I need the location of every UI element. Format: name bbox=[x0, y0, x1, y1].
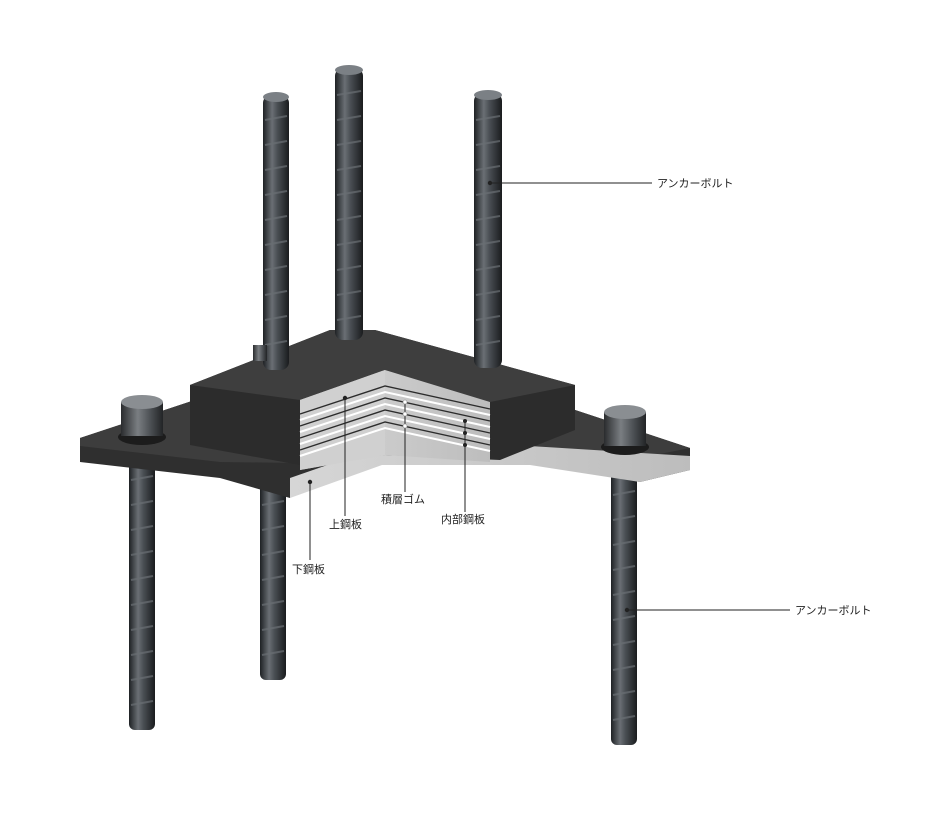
anchor-bolt-rod bbox=[263, 95, 289, 370]
label-anchor-bolt-lower: アンカーボルト bbox=[795, 604, 872, 617]
anchor-bolt-rod bbox=[335, 68, 363, 340]
anchor-bolt-rod bbox=[611, 455, 637, 745]
label-lower-steel-plate: 下鋼板 bbox=[292, 562, 325, 576]
lower-anchor-bolts bbox=[129, 445, 637, 745]
laminated-rubber-layers bbox=[299, 390, 491, 457]
anchor-bolt-rod bbox=[474, 93, 502, 368]
label-inner-steel-plate: 内部鋼板 bbox=[441, 512, 485, 526]
label-upper-steel-plate: 上鋼板 bbox=[329, 517, 362, 531]
hex-nut bbox=[601, 405, 649, 455]
label-anchor-bolt-upper: アンカーボルト bbox=[657, 177, 734, 190]
hex-nut bbox=[253, 345, 267, 361]
hex-nut bbox=[118, 395, 166, 445]
upper-anchor-bolts bbox=[263, 65, 502, 370]
anchor-bolt-rod bbox=[129, 445, 155, 730]
hex-nuts bbox=[118, 345, 649, 455]
label-laminated-rubber: 積層ゴム bbox=[381, 492, 425, 506]
bearing-body bbox=[190, 330, 575, 470]
leader-lines bbox=[309, 182, 790, 611]
